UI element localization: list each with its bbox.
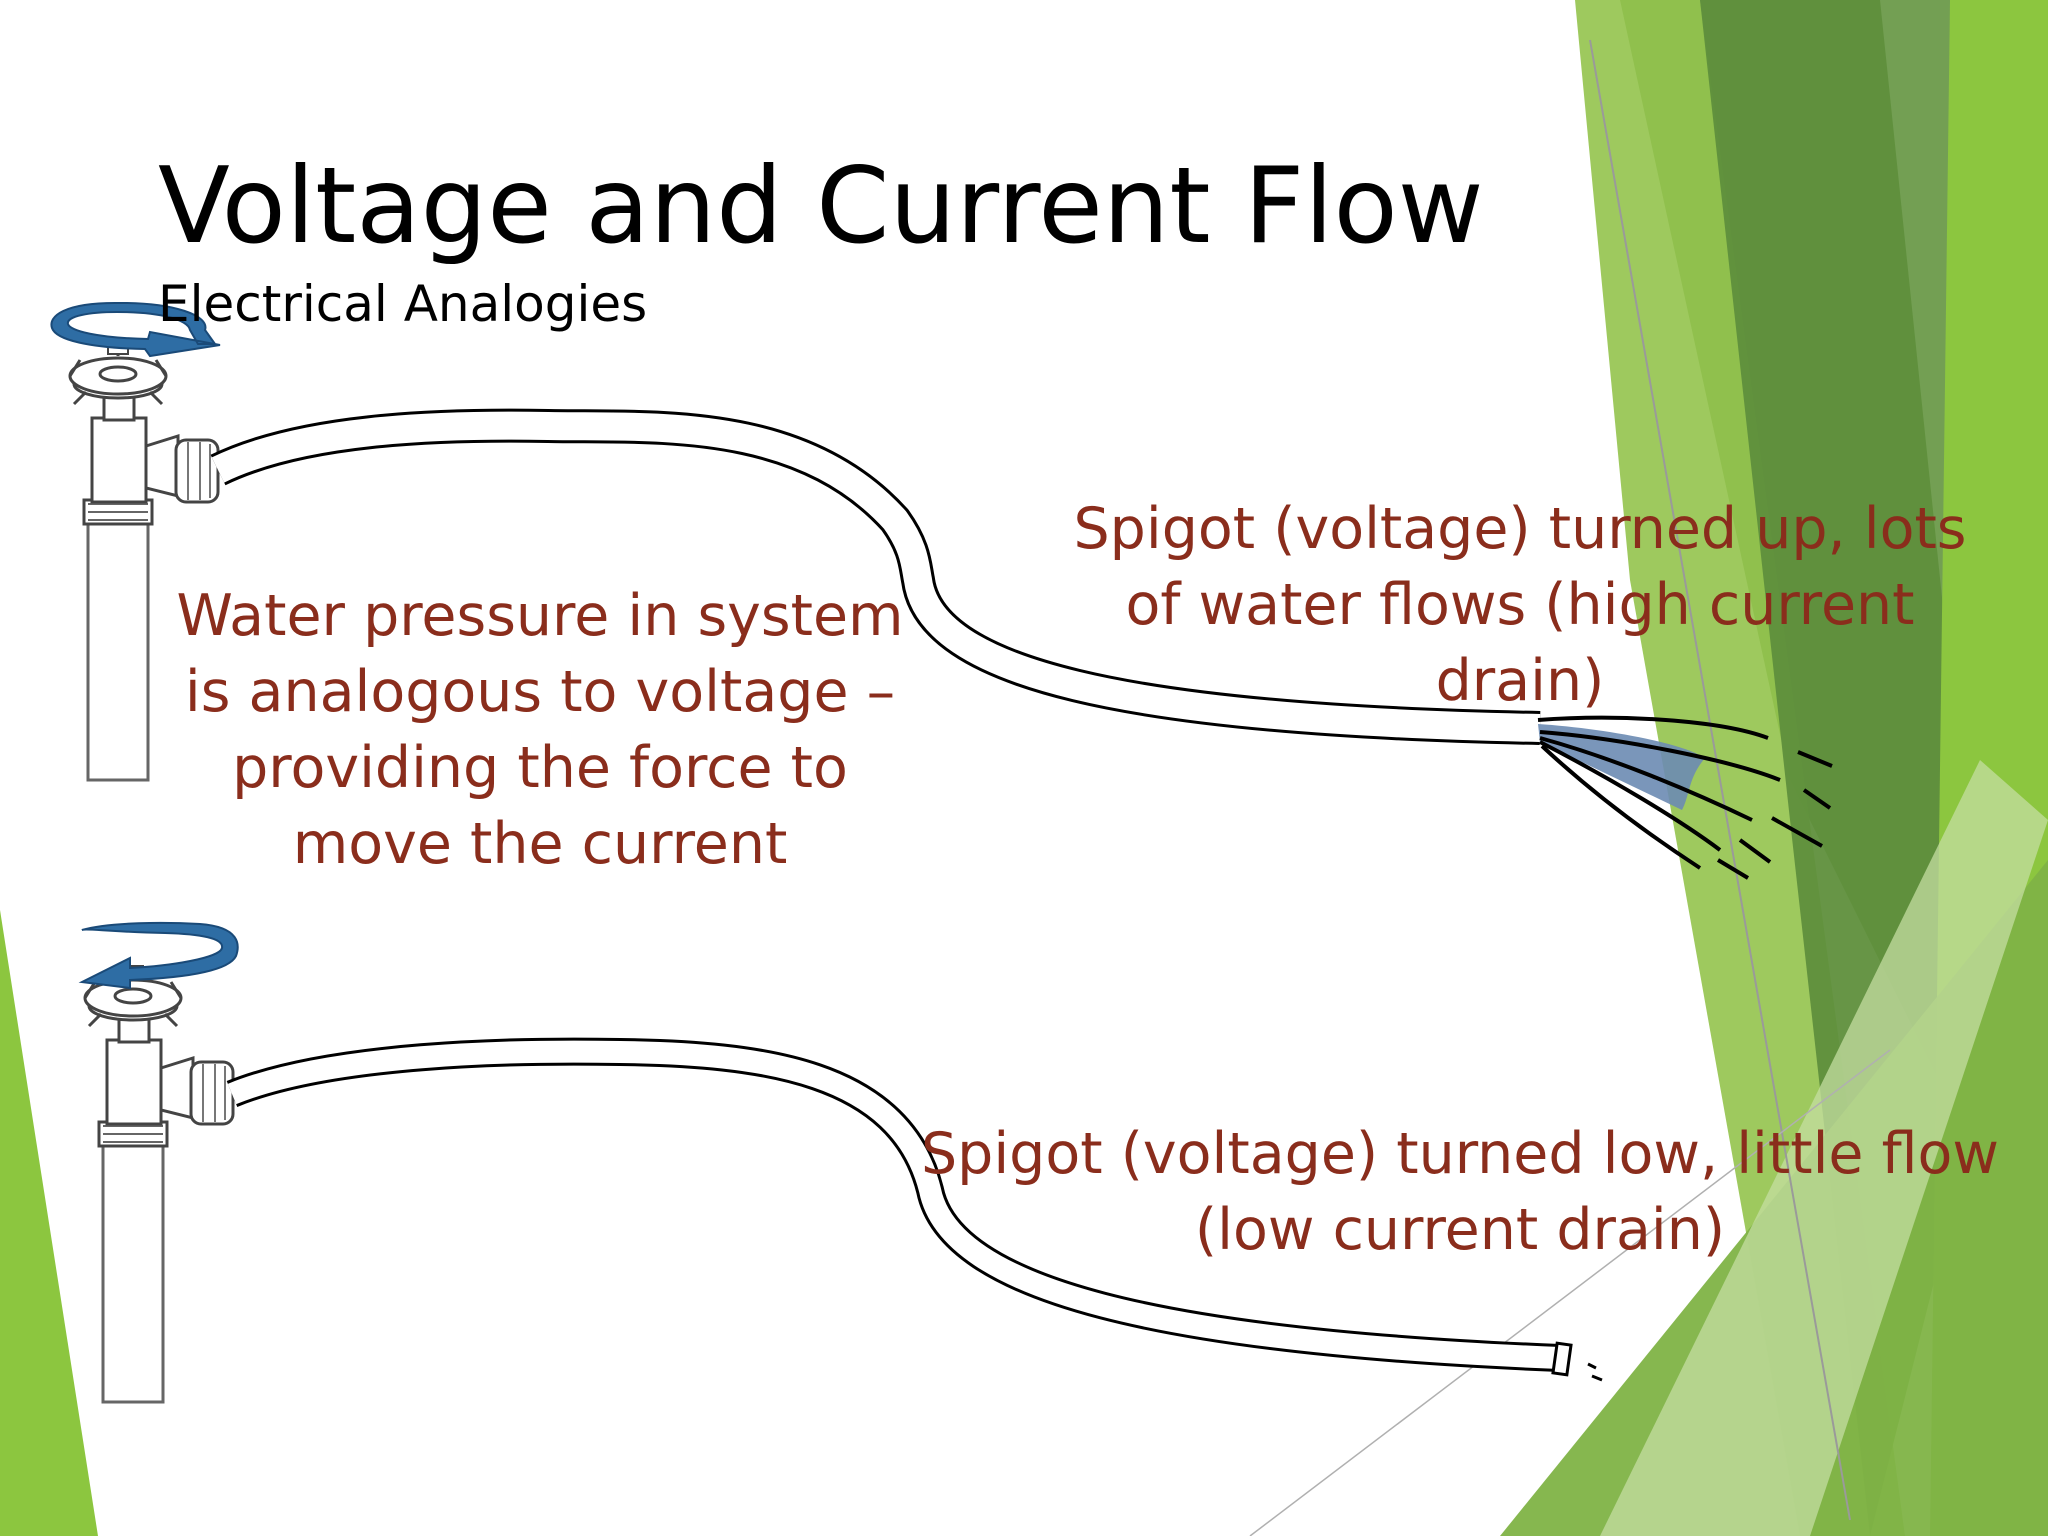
upper-spigot-arrow: [50, 301, 221, 358]
low-flow-note: Spigot (voltage) turned low, little flow…: [880, 1116, 2040, 1268]
low-flow-note-line: (low current drain): [1194, 1197, 1726, 1263]
high-flow-note-line: Spigot (voltage) turned up, lots: [1073, 496, 1967, 562]
high-flow-note-line: of water flows (high current: [1125, 572, 1915, 638]
pressure-note: Water pressure in system is analogous to…: [160, 578, 920, 882]
faint-guide-line-1: [1589, 39, 1851, 1521]
lower-spigot: [83, 964, 235, 1404]
pressure-note-line: move the current: [292, 811, 788, 877]
pressure-note-line: providing the force to: [232, 735, 848, 801]
green-shard-left: [0, 910, 98, 1536]
high-flow-spray: [1537, 715, 1833, 880]
faint-guide-line-2: [1249, 1049, 1891, 1536]
green-shard-bottom-pale: [1600, 760, 2048, 1536]
high-flow-note: Spigot (voltage) turned up, lots of wate…: [1040, 491, 2000, 719]
high-flow-note-line: drain): [1435, 648, 1605, 714]
slide-title: Voltage and Current Flow: [158, 145, 1484, 267]
slide-subtitle: Electrical Analogies: [158, 275, 648, 333]
pressure-note-line: is analogous to voltage –: [184, 659, 896, 725]
pressure-note-line: Water pressure in system: [176, 583, 904, 649]
low-flow-note-line: Spigot (voltage) turned low, little flow: [920, 1121, 2000, 1187]
lower-spigot-arrow: [78, 921, 239, 990]
low-flow-drip: [1551, 1341, 1603, 1382]
